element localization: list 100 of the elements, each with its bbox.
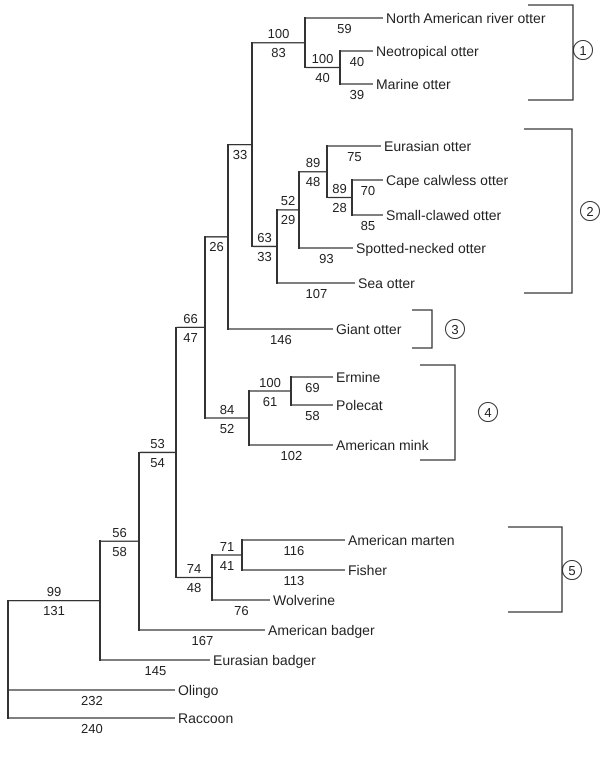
- branch-length-label: 61: [262, 394, 278, 408]
- branch-line: [252, 42, 304, 44]
- branch-length-label: 146: [270, 332, 292, 346]
- branch-line: [278, 209, 298, 211]
- branch-line: [352, 179, 383, 181]
- branch-length-label: 28: [332, 200, 347, 215]
- branch-node-line: [326, 145, 328, 198]
- branch-line: [212, 554, 242, 556]
- branch-line: [292, 404, 333, 406]
- branch-node-line: [276, 209, 278, 284]
- branch-node-line: [175, 326, 177, 578]
- branch-node-line: [339, 50, 341, 85]
- support-value: 52: [280, 193, 296, 208]
- branch-length-label: 54: [150, 454, 165, 470]
- branch-line: [8, 689, 175, 691]
- support-value: 99: [46, 584, 62, 600]
- taxon-label: Ermine: [333, 368, 380, 386]
- branch-line: [8, 600, 100, 602]
- branch-line: [340, 83, 373, 85]
- branch-node-line: [211, 554, 213, 601]
- branch-line: [228, 144, 252, 146]
- branch-length-label: 59: [337, 20, 352, 36]
- branch-length-label: 47: [183, 330, 198, 345]
- branch-length-label: 240: [81, 720, 103, 736]
- taxon-label: American badger: [265, 621, 375, 639]
- clade-number: 2: [580, 201, 600, 221]
- taxon-label: Neotropical otter: [373, 42, 479, 60]
- branch-length-label: 41: [220, 558, 234, 572]
- branch-line: [306, 17, 383, 19]
- branch-line: [300, 247, 353, 249]
- branch-length-label: 107: [306, 286, 328, 300]
- branch-length-label: 48: [186, 580, 202, 595]
- branch-node-line: [298, 171, 300, 249]
- branch-node-line: [227, 144, 229, 330]
- branch-length-label: 167: [192, 632, 214, 648]
- branch-length-label: 113: [284, 572, 304, 588]
- branch-length-label: 33: [232, 147, 248, 162]
- support-value: 66: [183, 310, 198, 326]
- branch-line: [340, 50, 373, 52]
- branch-length-label: 29: [280, 212, 296, 228]
- branch-line: [250, 390, 290, 392]
- taxon-label: Polecat: [333, 396, 383, 414]
- branch-node-line: [251, 42, 253, 248]
- branch-node-line: [351, 179, 353, 216]
- branch-line: [100, 659, 210, 661]
- support-value: 56: [112, 524, 127, 540]
- branch-line: [206, 417, 248, 419]
- branch-length-label: 83: [271, 45, 286, 60]
- taxon-label: Cape calwless otter: [383, 171, 508, 189]
- branch-line: [228, 328, 333, 330]
- branch-length-label: 58: [112, 544, 127, 559]
- branch-line: [252, 246, 276, 248]
- branch-node-line: [248, 390, 250, 446]
- branch-length-label: 39: [350, 86, 364, 102]
- branch-length-label: 69: [305, 380, 320, 394]
- support-value: 100: [312, 51, 334, 66]
- branch-node-line: [290, 376, 292, 406]
- branch-line: [212, 599, 270, 601]
- branch-line: [292, 376, 333, 378]
- branch-line: [8, 717, 175, 719]
- branch-length-label: 116: [284, 542, 304, 558]
- branch-line: [140, 629, 265, 631]
- branch-length-label: 52: [220, 420, 234, 436]
- taxon-label: North American river otter: [383, 9, 546, 27]
- taxon-label: American mink: [333, 436, 429, 454]
- taxon-label: Raccoon: [175, 709, 234, 727]
- branch-length-label: 145: [144, 662, 166, 678]
- branch-node-line: [304, 17, 306, 68]
- branch-line: [306, 66, 340, 68]
- branch-node-line: [241, 539, 243, 571]
- branch-node-line: [7, 600, 9, 719]
- branch-node-line: [204, 236, 206, 419]
- taxon-label: Small-clawed otter: [383, 206, 502, 224]
- taxon-label: Marine otter: [373, 75, 451, 93]
- taxon-label: Wolverine: [270, 591, 335, 609]
- branch-line: [352, 214, 383, 216]
- branch-length-label: 232: [81, 692, 103, 708]
- branch-length-label: 58: [305, 408, 320, 422]
- branch-node-line: [138, 452, 140, 631]
- taxon-label: Olingo: [175, 681, 218, 699]
- branch-line: [250, 444, 333, 446]
- support-value: 89: [332, 181, 347, 196]
- branch-line: [176, 576, 212, 578]
- clade-number: 4: [478, 402, 498, 422]
- support-value: 71: [220, 538, 234, 554]
- support-value: 100: [268, 26, 290, 42]
- branch-length-label: 85: [360, 218, 376, 232]
- branch-line: [140, 452, 176, 454]
- branch-line: [278, 282, 355, 284]
- branch-length-label: 131: [43, 603, 65, 618]
- support-value: 84: [220, 402, 234, 416]
- taxon-label: Sea otter: [355, 274, 415, 292]
- branch-line: [176, 326, 204, 328]
- support-value: 74: [186, 561, 202, 576]
- branch-line: [242, 539, 345, 541]
- clade-number: 1: [573, 40, 593, 60]
- support-value: 89: [306, 155, 320, 170]
- taxon-label: Fisher: [345, 561, 387, 579]
- branch-length-label: 75: [347, 148, 362, 164]
- branch-length-label: 93: [319, 250, 334, 266]
